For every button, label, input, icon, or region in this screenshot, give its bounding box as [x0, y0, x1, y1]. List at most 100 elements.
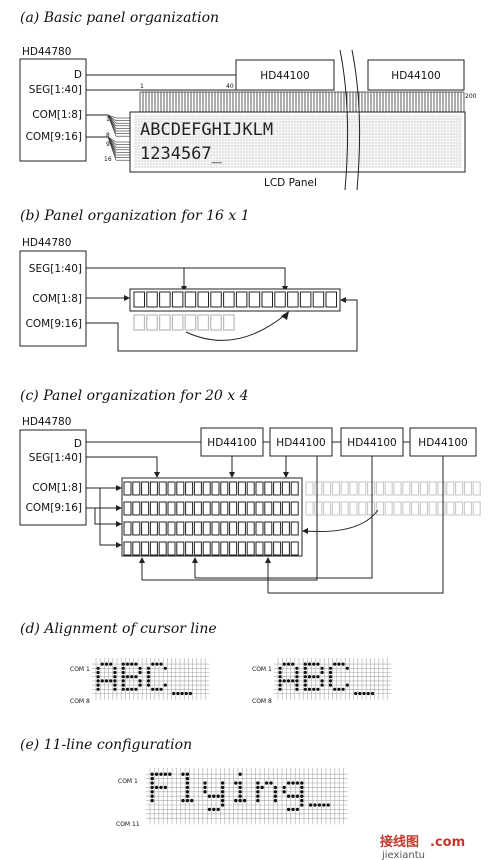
- com-num-16: 16: [104, 156, 112, 163]
- cell-c: [193, 541, 202, 556]
- cell-ghost-c: [331, 481, 340, 496]
- cell-c: [220, 541, 229, 556]
- cell-ghost-c: [463, 481, 472, 496]
- cell-ghost-c: [402, 481, 411, 496]
- controller-box-a: [19, 58, 87, 162]
- com-fan-line: [107, 114, 117, 137]
- cell-ghost-c: [340, 501, 349, 516]
- cell-ghost-c: [455, 481, 464, 496]
- cell-b: [274, 291, 286, 308]
- cell-ghost-c: [446, 501, 455, 516]
- cell-c: [141, 521, 150, 536]
- eleven-dot: [150, 790, 154, 794]
- cell-c: [273, 481, 282, 496]
- cursor-right-dot: [333, 662, 337, 666]
- lcd-dot-grid-a: [134, 115, 462, 168]
- cursor-left-dot: [138, 683, 142, 687]
- eleven-dot: [150, 776, 154, 781]
- cursor-left-dot: [96, 666, 100, 670]
- eleven-dot: [185, 781, 190, 785]
- return-arrow-c1: [139, 557, 145, 563]
- cursor-left-dot: [130, 662, 134, 666]
- eleven-dot: [300, 803, 304, 807]
- cursor-right-dot: [295, 679, 299, 683]
- cell-c: [123, 481, 132, 496]
- seg-wire-b: [86, 267, 286, 290]
- cursor-left-dot: [113, 683, 117, 687]
- cell-c: [158, 541, 167, 556]
- pin-com2-a: COM[9:16]: [26, 131, 82, 143]
- cell-c: [185, 501, 194, 516]
- eleven-dot: [150, 785, 154, 790]
- eleven-dot: [154, 785, 159, 790]
- move-arrow-b: [281, 311, 289, 320]
- cell-c: [290, 521, 299, 536]
- cell-ghost-c: [463, 501, 472, 516]
- pin-d-c: D: [74, 438, 82, 450]
- cell-c: [246, 501, 255, 516]
- cursor-left-dot: [180, 691, 184, 696]
- eleven-dot: [190, 798, 194, 803]
- cursor-right-dot: [320, 670, 324, 675]
- driver-box-a2: [367, 59, 465, 91]
- cell-c: [141, 501, 150, 516]
- com2-wire-b: [86, 299, 358, 352]
- com2-wire-c2: [94, 508, 120, 525]
- com-fan-line: [107, 114, 117, 119]
- eleven-com1: COM 1: [118, 778, 138, 785]
- eleven-dot: [216, 794, 220, 798]
- cell-ghost-c: [411, 501, 420, 516]
- eleven-dot: [282, 790, 286, 794]
- cell-b: [171, 291, 184, 308]
- com-fan-line: [107, 114, 117, 121]
- cursor-right-dot: [303, 679, 307, 683]
- cursor-left-dot: [134, 687, 138, 691]
- cursor-com1-left: COM 1: [70, 666, 90, 673]
- cursor-com1-right: COM 1: [252, 666, 272, 673]
- com-arrow-c1: [116, 485, 122, 491]
- cursor-left-dot: [146, 679, 151, 683]
- cell-ghost-b: [171, 314, 184, 331]
- cell-c: [176, 501, 185, 516]
- cursor-com8-right: COM 8: [252, 698, 272, 705]
- com-fanout-a: [107, 114, 130, 161]
- cell-ghost-c: [428, 481, 437, 496]
- controller-label-c: HD44780: [22, 416, 71, 428]
- cell-c: [167, 541, 176, 556]
- eleven-dot: [256, 785, 260, 790]
- cursor-left-dot: [121, 679, 125, 683]
- caption-d: (d) Alignment of cursor line: [20, 621, 217, 637]
- cursor-left-dot: [121, 675, 125, 679]
- cursor-right-dot: [291, 679, 295, 683]
- cell-ghost-c: [331, 501, 340, 516]
- controller-box-c: [19, 429, 87, 526]
- cursor-left-dot: [121, 666, 125, 670]
- cell-ghost-c: [358, 501, 367, 516]
- cell-ghost-c: [358, 481, 367, 496]
- cell-c: [149, 481, 158, 496]
- cell-c: [229, 481, 238, 496]
- pin-seg-b: SEG[1:40]: [29, 263, 82, 275]
- cell-c: [220, 481, 229, 496]
- eleven-dot: [212, 807, 216, 812]
- cursor-left-dot: [96, 683, 100, 687]
- cell-c: [141, 541, 150, 556]
- eleven-dot: [234, 781, 238, 785]
- move-arrow-c: [302, 528, 308, 534]
- eleven-dot: [150, 781, 154, 785]
- cursor-left-dot: [188, 691, 193, 696]
- cursor-right-dot: [366, 691, 370, 696]
- caption-b: (b) Panel organization for 16 x 1: [20, 208, 250, 224]
- eleven-dot: [273, 794, 278, 798]
- cell-c: [211, 501, 220, 516]
- cell-ghost-b: [146, 314, 158, 331]
- cursor-right-dot: [312, 687, 316, 691]
- driver-label-c3: HD44100: [347, 437, 396, 449]
- eleven-dot: [300, 790, 304, 794]
- cell-ghost-c: [393, 501, 402, 516]
- cursor-right-dot: [312, 662, 316, 666]
- cell-c: [193, 501, 202, 516]
- watermark-cn: 接线图: [380, 834, 419, 850]
- eleven-dot: [317, 803, 322, 807]
- eleven-dot: [260, 785, 264, 790]
